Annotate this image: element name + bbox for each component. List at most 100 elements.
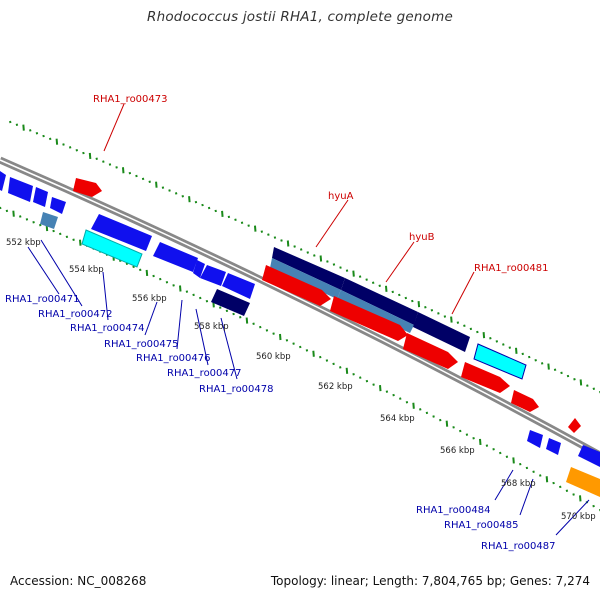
minor-tick	[201, 203, 204, 207]
gene-feature[interactable]	[0, 171, 6, 191]
major-tick	[121, 167, 125, 174]
minor-tick	[372, 383, 375, 386]
minor-tick	[463, 324, 466, 328]
gene-feature[interactable]	[33, 187, 48, 207]
major-tick	[55, 138, 59, 145]
minor-tick	[141, 177, 145, 181]
major-tick	[22, 124, 25, 131]
gene-feature[interactable]	[73, 178, 102, 197]
minor-tick	[472, 437, 475, 440]
minor-tick	[469, 327, 473, 331]
minor-tick	[293, 245, 296, 248]
major-tick	[412, 402, 415, 409]
minor-tick	[385, 390, 389, 393]
gene-feature[interactable]	[566, 467, 600, 497]
bottom-strand-gene-labels: RHA1_ro00471 RHA1_ro00472 RHA1_ro00474 R…	[5, 294, 556, 552]
gene-feature[interactable]	[473, 343, 527, 380]
major-tick	[384, 285, 388, 292]
minor-tick	[485, 444, 489, 447]
gene-feature[interactable]	[8, 177, 33, 202]
gene-label-ro00481[interactable]: RHA1_ro00481	[474, 263, 549, 274]
gene-label-ro00476[interactable]: RHA1_ro00476	[136, 353, 211, 364]
major-tick	[450, 316, 453, 323]
leader-line	[195, 308, 209, 366]
minor-tick	[592, 387, 596, 391]
gene-feature[interactable]	[200, 265, 226, 286]
gene-feature[interactable]	[91, 214, 152, 251]
minor-tick	[399, 397, 402, 400]
gene-feature[interactable]	[40, 212, 58, 229]
major-tick	[417, 301, 421, 308]
gene-label-ro00485[interactable]: RHA1_ro00485	[444, 520, 519, 531]
gene-label-ro00473[interactable]: RHA1_ro00473	[93, 94, 168, 105]
gene-feature[interactable]	[568, 418, 581, 433]
gene-label-ro00484[interactable]: RHA1_ro00484	[416, 505, 491, 516]
minor-tick	[358, 275, 362, 278]
scale-label: 556 kbp	[132, 294, 167, 304]
minor-tick	[259, 325, 262, 329]
genome-backbone-highlight	[0, 159, 600, 456]
major-tick	[79, 239, 82, 246]
gene-feature[interactable]	[341, 278, 418, 325]
gene-feature[interactable]	[50, 197, 66, 214]
minor-tick	[172, 284, 175, 287]
gene-label-ro00475[interactable]: RHA1_ro00475	[104, 339, 179, 350]
gene-feature[interactable]	[211, 289, 250, 316]
minor-tick	[378, 284, 381, 288]
gene-label-ro00472[interactable]: RHA1_ro00472	[38, 309, 113, 320]
minor-tick	[82, 151, 85, 155]
gene-feature[interactable]	[337, 290, 414, 333]
minor-tick	[592, 504, 595, 508]
major-tick	[579, 495, 582, 502]
minor-tick	[326, 260, 329, 263]
leader-line	[40, 239, 83, 307]
gene-features	[0, 171, 600, 497]
gene-label-ro00471[interactable]: RHA1_ro00471	[5, 294, 80, 305]
minor-tick	[508, 346, 512, 349]
gene-feature[interactable]	[403, 333, 458, 369]
gene-feature[interactable]	[153, 242, 198, 272]
gene-feature[interactable]	[461, 362, 510, 393]
gene-feature[interactable]	[270, 258, 341, 299]
gene-feature[interactable]	[222, 273, 255, 299]
gene-label-hyuA[interactable]: hyuA	[328, 191, 354, 202]
minor-tick	[205, 299, 209, 303]
gene-label-ro00477[interactable]: RHA1_ro00477	[167, 368, 242, 379]
minor-tick	[332, 263, 336, 266]
minor-tick	[267, 233, 270, 236]
gene-feature[interactable]	[511, 390, 539, 412]
minor-tick	[325, 359, 329, 362]
gene-feature[interactable]	[81, 229, 143, 268]
gene-feature[interactable]	[330, 296, 408, 341]
gene-feature[interactable]	[578, 445, 600, 467]
gene-label-ro00474[interactable]: RHA1_ro00474	[70, 323, 145, 334]
minor-tick	[232, 312, 235, 316]
minor-tick	[437, 312, 440, 315]
scale-label: 560 kbp	[256, 352, 291, 362]
gene-label-ro00478[interactable]: RHA1_ro00478	[199, 384, 274, 395]
gene-feature[interactable]	[527, 430, 543, 448]
gene-feature[interactable]	[272, 247, 345, 290]
major-tick	[155, 181, 158, 188]
gene-feature[interactable]	[413, 312, 470, 352]
gene-feature[interactable]	[193, 260, 205, 278]
genome-summary-label: Topology: linear; Length: 7,804,765 bp; …	[270, 574, 590, 588]
minor-tick	[42, 134, 45, 138]
leader-line	[519, 478, 534, 516]
minor-tick	[292, 342, 295, 345]
major-tick	[286, 240, 290, 247]
minor-tick	[159, 277, 162, 281]
gene-feature[interactable]	[262, 265, 331, 306]
minor-tick	[559, 485, 562, 489]
gene-label-hyuB[interactable]: hyuB	[409, 232, 435, 243]
minor-tick	[62, 143, 65, 146]
gene-label-ro00487[interactable]: RHA1_ro00487	[481, 541, 556, 552]
minor-tick	[552, 481, 555, 485]
leader-line	[103, 103, 125, 152]
gene-feature[interactable]	[546, 438, 561, 455]
minor-tick	[319, 355, 322, 359]
major-tick	[312, 350, 315, 357]
minor-tick	[566, 374, 570, 378]
scale-label: 566 kbp	[440, 446, 475, 456]
leader-line	[144, 301, 158, 336]
